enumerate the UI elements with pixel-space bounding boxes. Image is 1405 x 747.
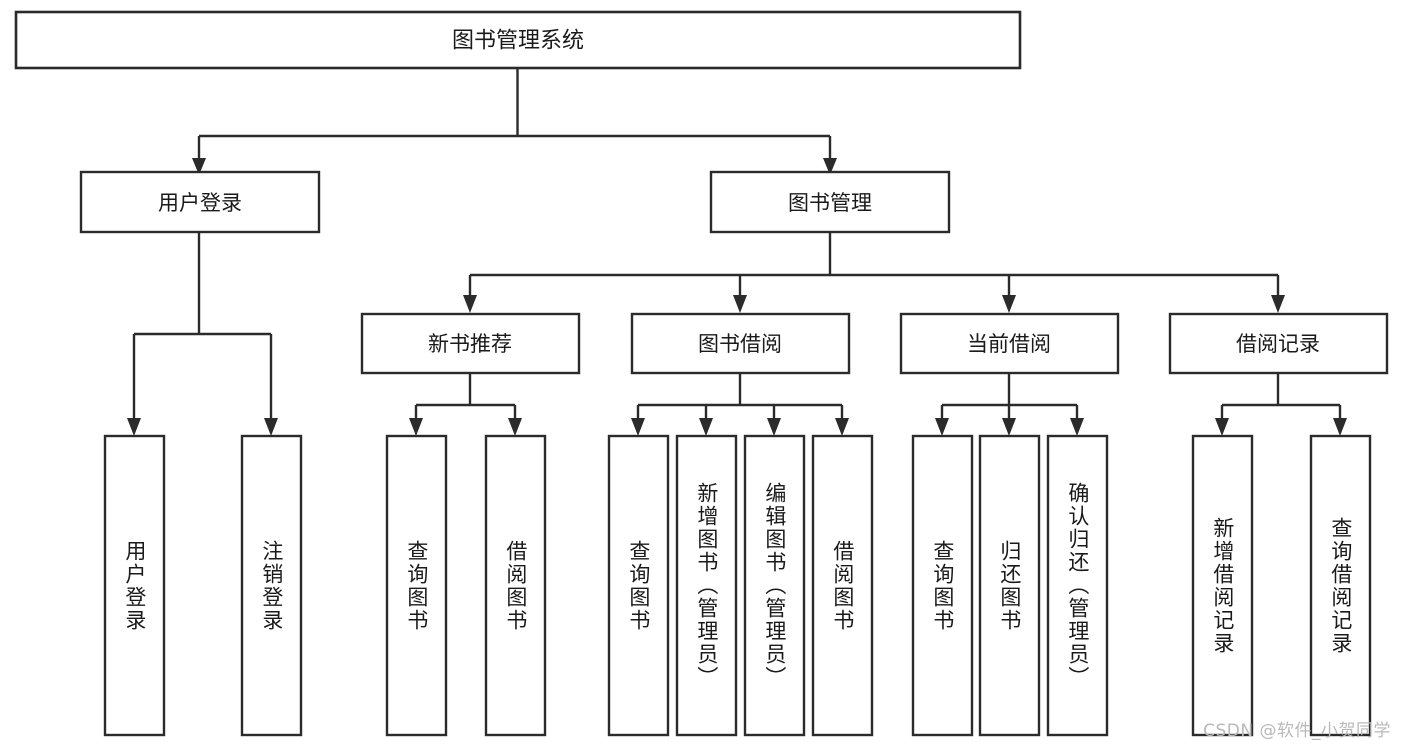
node-root[interactable]: 图书管理系统 — [14, 10, 1022, 70]
leaf-box-book-borrow-4[interactable] — [811, 434, 874, 737]
node-root-box[interactable] — [14, 10, 1022, 70]
node-current-borrow[interactable]: 当前借阅 — [899, 312, 1120, 375]
connector-group-user-login — [127, 232, 278, 436]
arrow-head-currentborrow-3 — [1070, 418, 1084, 436]
arrow-head-userlogin-1 — [127, 418, 141, 436]
node-borrow-record[interactable]: 借阅记录 — [1168, 312, 1389, 375]
leaf-box-user-login-2[interactable] — [240, 434, 303, 737]
node-book-manage[interactable]: 图书管理 — [709, 170, 951, 234]
arrow-head-userlogin-2 — [264, 418, 278, 436]
node-user-login[interactable]: 用户登录 — [79, 170, 321, 234]
connector-group-current-borrow — [935, 373, 1084, 436]
node-borrow-record-label: 借阅记录 — [1236, 332, 1320, 356]
node-root-label: 图书管理系统 — [452, 29, 584, 54]
arrow-head-borrowrecord-2 — [1333, 418, 1347, 436]
watermark: CSDN @软件_小贺同学 — [1203, 721, 1391, 741]
node-current-borrow-label: 当前借阅 — [967, 332, 1051, 356]
leaf-box-group-user-login — [103, 434, 303, 737]
node-new-book[interactable]: 新书推荐 — [360, 312, 581, 375]
arrow-head-bookmanage-4 — [1271, 295, 1285, 313]
connector-group-book-borrow — [631, 373, 849, 436]
leaf-box-borrow-record-2[interactable] — [1309, 434, 1372, 737]
leaf-box-group-borrow-record — [1191, 434, 1372, 737]
arrow-head-bookborrow-2 — [699, 418, 713, 436]
leaf-box-group-current-borrow — [911, 434, 1109, 737]
arrow-head-bookmanage-1 — [463, 295, 477, 313]
node-book-manage-label: 图书管理 — [788, 191, 872, 215]
leaf-box-user-login-1[interactable] — [103, 434, 166, 737]
leaf-box-group-book-borrow — [607, 434, 874, 737]
node-book-borrow-label: 图书借阅 — [698, 332, 782, 356]
arrow-head-newbook-2 — [508, 418, 522, 436]
node-book-manage-box[interactable] — [709, 170, 951, 234]
leaf-box-book-borrow-2[interactable] — [675, 434, 738, 737]
leaf-box-current-borrow-2[interactable] — [978, 434, 1041, 737]
node-book-borrow[interactable]: 图书借阅 — [630, 312, 851, 375]
leaf-box-group-new-book — [385, 434, 547, 737]
arrow-head-root-2 — [823, 158, 837, 175]
connector-group-book-manage — [463, 232, 1285, 313]
arrow-head-newbook-1 — [409, 418, 423, 436]
leaf-box-borrow-record-1[interactable] — [1191, 434, 1254, 737]
node-new-book-box[interactable] — [360, 312, 581, 375]
leaf-box-current-borrow-1[interactable] — [911, 434, 974, 737]
node-user-login-box[interactable] — [79, 170, 321, 234]
connector-group-borrow-record — [1215, 373, 1347, 436]
node-user-login-label: 用户登录 — [158, 191, 242, 215]
arrow-head-bookmanage-3 — [1002, 295, 1016, 313]
leaf-box-book-borrow-1[interactable] — [607, 434, 670, 737]
node-new-book-label: 新书推荐 — [428, 332, 512, 356]
arrow-head-currentborrow-2 — [1002, 418, 1016, 436]
arrow-head-bookborrow-1 — [631, 418, 645, 436]
connector-group-root — [192, 68, 837, 175]
node-borrow-record-box[interactable] — [1168, 312, 1389, 375]
node-book-borrow-box[interactable] — [630, 312, 851, 375]
arrow-head-root-1 — [192, 158, 206, 175]
leaf-box-current-borrow-3[interactable] — [1046, 434, 1109, 737]
leaf-box-new-book-2[interactable] — [484, 434, 547, 737]
leaf-box-book-borrow-3[interactable] — [743, 434, 806, 737]
node-current-borrow-box[interactable] — [899, 312, 1120, 375]
connector-group-new-book — [409, 373, 522, 436]
arrow-head-bookborrow-4 — [835, 418, 849, 436]
arrow-head-currentborrow-1 — [935, 418, 949, 436]
arrow-head-bookborrow-3 — [767, 418, 781, 436]
arrow-head-bookmanage-2 — [733, 295, 747, 313]
leaf-box-new-book-1[interactable] — [385, 434, 448, 737]
arrow-head-borrowrecord-1 — [1215, 418, 1229, 436]
